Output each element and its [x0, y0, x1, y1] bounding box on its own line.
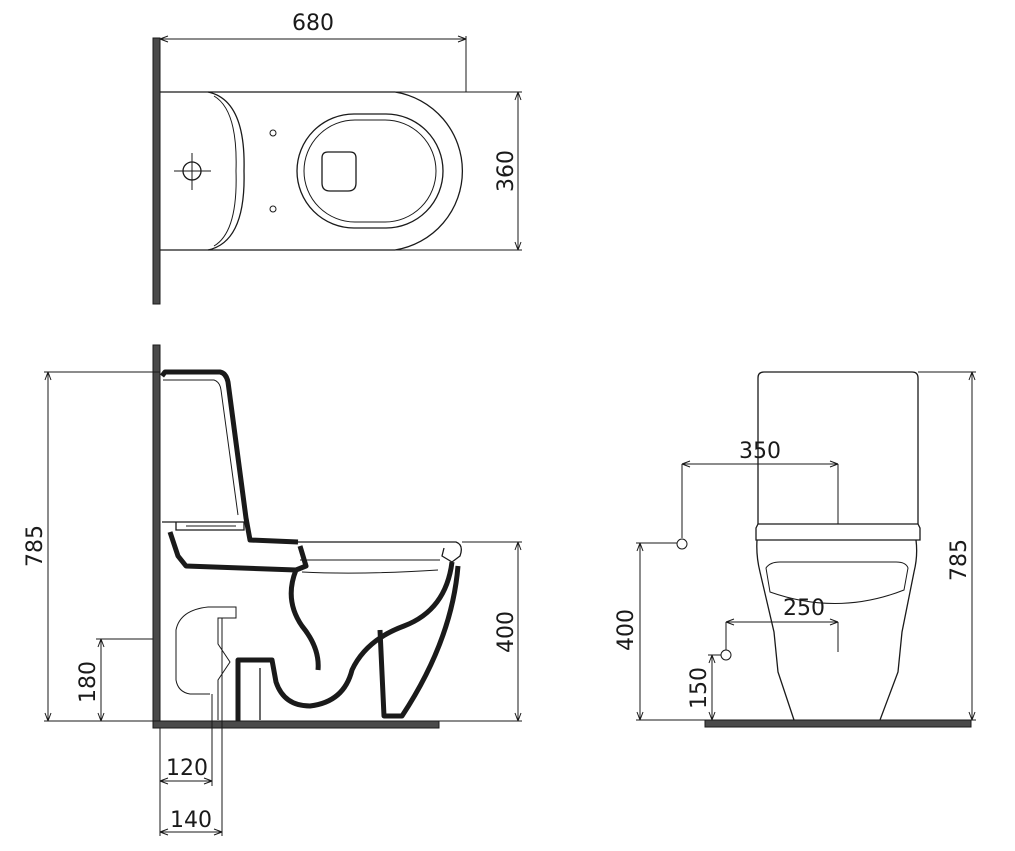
dim-680-arrows — [159, 35, 467, 43]
dim-front-150-label: 150 — [687, 667, 712, 709]
top-view-fixing-hole-bottom — [269, 205, 277, 213]
dim-side-785-label: 785 — [23, 525, 48, 567]
front-view-tank — [757, 371, 919, 524]
dim-side-140-label: 140 — [170, 808, 212, 833]
front-view-seat — [755, 523, 921, 541]
front-view-floor — [704, 719, 972, 728]
side-view-rim-channel — [167, 531, 309, 573]
dim-front-350-label: 350 — [739, 439, 781, 464]
top-view-bowl-opening — [321, 151, 357, 192]
dim-side-785-arrows — [44, 371, 52, 722]
dim-680-label: 680 — [292, 11, 334, 36]
dim-360-arrows — [514, 91, 522, 251]
top-view-fixing-hole-top — [269, 129, 277, 137]
side-view-connector — [175, 606, 237, 720]
front-view-inlet-circle — [676, 538, 688, 550]
side-view-seat-under — [301, 569, 439, 574]
dim-side-400-label: 400 — [494, 611, 519, 653]
dim-front-250-arrows — [725, 618, 839, 626]
front-view-outlet-circle — [720, 649, 732, 661]
dim-side-120-label: 120 — [166, 756, 208, 781]
top-view-body-outline — [160, 91, 463, 251]
side-view-seat — [298, 541, 462, 563]
side-view-wall — [152, 344, 161, 729]
front-view-bowl — [756, 539, 918, 721]
side-view-cistern-wall — [160, 369, 299, 545]
side-view-flush-valve — [175, 522, 245, 531]
top-view-wall — [152, 37, 161, 305]
top-view-seat-inner — [303, 119, 437, 223]
side-view: 785 400 180 120 140 — [23, 344, 522, 836]
dim-side-140-arrows — [159, 828, 223, 836]
front-view: 785 350 400 250 150 — [614, 371, 976, 728]
dim-front-785-label: 785 — [947, 539, 972, 581]
top-view-tank-inner-edge — [213, 95, 237, 247]
dim-side-180-arrows — [97, 638, 105, 722]
dim-360-label: 360 — [494, 150, 519, 192]
dim-front-400-arrows — [636, 542, 644, 721]
front-view-bowl-inner — [765, 561, 909, 604]
side-view-foot — [377, 565, 461, 719]
top-view: 680 360 — [152, 11, 522, 305]
dim-side-180-label: 180 — [76, 661, 101, 703]
dim-side-400-arrows — [514, 541, 522, 722]
top-view-tank-edge — [207, 91, 245, 251]
dim-front-400-label: 400 — [614, 609, 639, 651]
side-view-bowl-outer — [235, 561, 455, 721]
dim-front-250-label: 250 — [783, 596, 825, 621]
dim-side-120-arrows — [159, 777, 213, 785]
dim-front-350-arrows — [681, 460, 839, 468]
side-view-cistern-inner — [163, 379, 239, 516]
top-view-seat-outer — [296, 113, 444, 229]
dim-front-785-arrows — [968, 371, 976, 721]
side-view-bowl-inner — [288, 569, 321, 671]
side-view-floor — [152, 720, 440, 729]
dim-front-150-arrows — [708, 654, 716, 721]
